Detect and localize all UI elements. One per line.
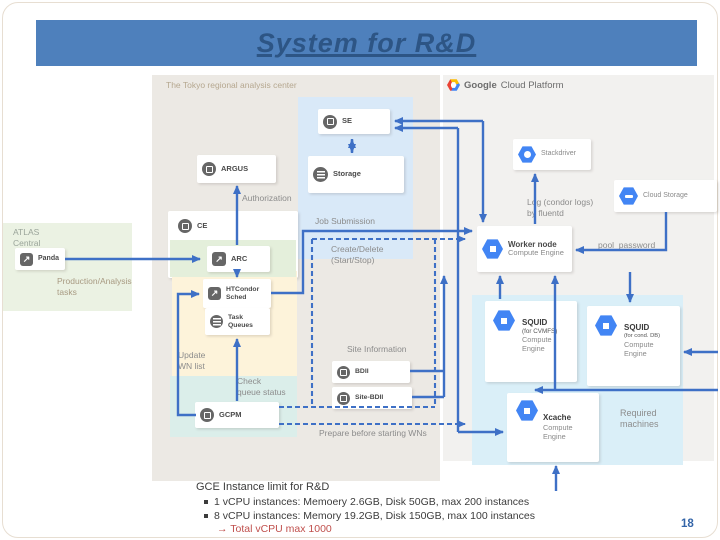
compute-grey-icon	[178, 219, 192, 233]
gcp-logo: Google Cloud Platform	[447, 79, 564, 91]
compute-engine-icon	[493, 310, 515, 331]
cloud-storage-node: Cloud Storage	[614, 180, 717, 212]
bullet-icon	[204, 513, 208, 518]
page-number: 18	[681, 518, 694, 530]
cloud-storage-icon	[619, 187, 638, 205]
gcp-logo-word1: Google	[464, 79, 497, 91]
site-bdii-node: Site-BDII	[332, 387, 412, 409]
storage-stack-icon	[313, 167, 328, 182]
xcache-node: Xcache Compute Engine	[507, 393, 599, 462]
footnote-total: → Total vCPU max 1000	[217, 523, 332, 535]
compute-engine-icon	[595, 315, 617, 336]
footnote-heading: GCE Instance limit for R&D	[196, 481, 330, 493]
title-banner: System for R&D	[36, 20, 697, 66]
site-information-label: Site Information	[347, 344, 407, 354]
authorization-label: Authorization	[242, 193, 292, 203]
page-title: System for R&D	[256, 27, 477, 58]
gcp-hexagon-icon	[447, 79, 460, 91]
ce-label: CE	[197, 221, 208, 231]
storage-node: Storage	[308, 156, 404, 193]
footnote-bullet-2: 8 vCPU instances: Memory 19.2GB, Disk 15…	[204, 510, 535, 522]
arc-node: ↗ ARC	[207, 246, 270, 272]
compute-grey-icon	[202, 162, 216, 176]
panda-node: ↗ Panda	[15, 248, 65, 270]
compute-grey-icon	[323, 114, 337, 129]
bullet-icon	[204, 499, 208, 504]
htcondor-sched-node: ↗ HTCondor Sched	[203, 279, 271, 308]
se-node: SE	[318, 109, 390, 134]
compute-engine-icon	[516, 400, 538, 421]
compute-engine-icon	[482, 239, 503, 259]
stackdriver-icon	[518, 146, 536, 163]
gcp-logo-word2: Cloud Platform	[500, 79, 564, 91]
launch-icon: ↗	[208, 287, 221, 300]
update-wn-label: Update WN list	[178, 350, 206, 371]
task-queues-node: Task Queues	[205, 308, 270, 335]
argus-node: ARGUS	[197, 155, 276, 183]
gcpm-node: GCPM	[195, 402, 279, 428]
squid-cvmfs-node: SQUID (for CVMFS) Compute Engine	[485, 301, 577, 382]
pool-password-label: pool_password	[598, 240, 656, 250]
tokyo-site-label: The Tokyo regional analysis center	[166, 80, 297, 90]
compute-grey-icon	[200, 408, 214, 422]
ce-node: CE	[178, 219, 207, 233]
check-queue-label: Check queue status	[237, 376, 286, 397]
launch-icon: ↗	[212, 252, 226, 266]
production-tasks-label: Production/Analysis tasks	[57, 276, 132, 297]
stackdriver-node: Stackdriver	[513, 139, 591, 170]
log-fluentd-label: Log (condor logs) by fluentd	[527, 197, 594, 218]
footnote-bullet-1: 1 vCPU instances: Memoery 2.6GB, Disk 50…	[204, 496, 529, 508]
worker-node: Worker node Compute Engine	[477, 226, 572, 272]
atlas-central-label: ATLAS Central	[13, 227, 41, 248]
compute-grey-icon	[337, 391, 350, 405]
required-machines-label: Required machines	[620, 408, 659, 430]
squid-cond-node: SQUID (for cond. DB) Compute Engine	[587, 306, 680, 386]
compute-grey-icon	[337, 365, 350, 379]
queue-stack-icon	[210, 315, 223, 328]
create-delete-label: Create/Delete (Start/Stop)	[331, 244, 384, 265]
prepare-wns-label: Prepare before starting WNs	[319, 428, 427, 438]
launch-icon: ↗	[20, 252, 33, 266]
job-submission-label: Job Submission	[315, 216, 376, 226]
bdii-node: BDII	[332, 361, 410, 383]
